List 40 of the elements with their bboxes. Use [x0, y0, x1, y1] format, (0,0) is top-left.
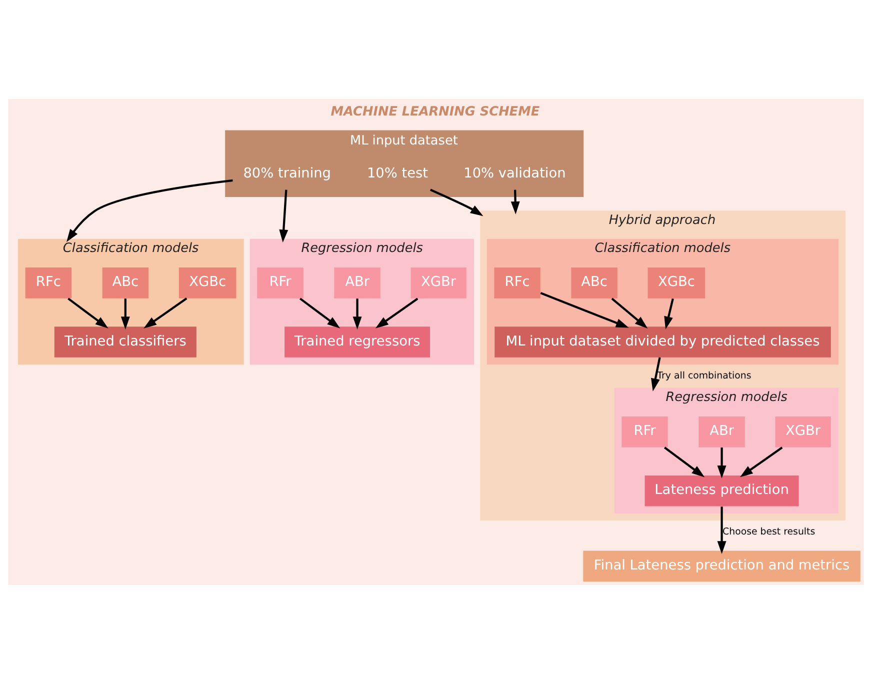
- arrow: [510, 189, 520, 214]
- arrow: [68, 297, 108, 328]
- node-box: RFr: [622, 416, 668, 447]
- node-box: ABc: [571, 267, 618, 298]
- arrow: [144, 297, 188, 328]
- edge-label: Try all combinations: [657, 370, 752, 382]
- node-box: ABr: [334, 267, 380, 298]
- node-box: Lateness prediction: [644, 474, 799, 506]
- arrow: [375, 297, 418, 328]
- arrow: [651, 356, 661, 391]
- node-box: ABc: [102, 267, 148, 298]
- node-text: 10% test: [366, 165, 428, 182]
- node-box: RFc: [494, 267, 540, 298]
- arrow: [120, 298, 130, 329]
- node-box: Trained classifiers: [54, 326, 196, 357]
- arrow: [611, 297, 648, 328]
- arrow: [664, 298, 674, 329]
- edge-label: Choose best results: [722, 526, 816, 537]
- arrow: [299, 297, 340, 328]
- node-box: RFr: [257, 267, 304, 298]
- node-text: 80% training: [243, 165, 332, 182]
- arrow: [717, 506, 726, 554]
- arrow: [740, 446, 783, 477]
- node-box: RFc: [25, 267, 72, 298]
- arrow: [352, 298, 362, 329]
- node-box: Trained regressors: [284, 326, 430, 357]
- node-box: XGBc: [178, 267, 236, 298]
- node-box: XGBr: [410, 267, 466, 298]
- arrow: [717, 446, 726, 478]
- arrow: [664, 446, 705, 477]
- arrow: [540, 292, 629, 328]
- arrow: [279, 189, 288, 242]
- node-text: 10% validation: [464, 165, 566, 182]
- diagram-title: MACHINE LEARNING SCHEME: [330, 104, 540, 119]
- node-box: ABr: [698, 416, 745, 447]
- arrow: [430, 188, 484, 216]
- node-box: ML input dataset divided by predicted classes: [494, 326, 831, 357]
- node-box: Final Lateness prediction and metrics: [583, 550, 860, 582]
- node-box: XGBc: [648, 267, 706, 298]
- node-box: XGBr: [775, 416, 831, 447]
